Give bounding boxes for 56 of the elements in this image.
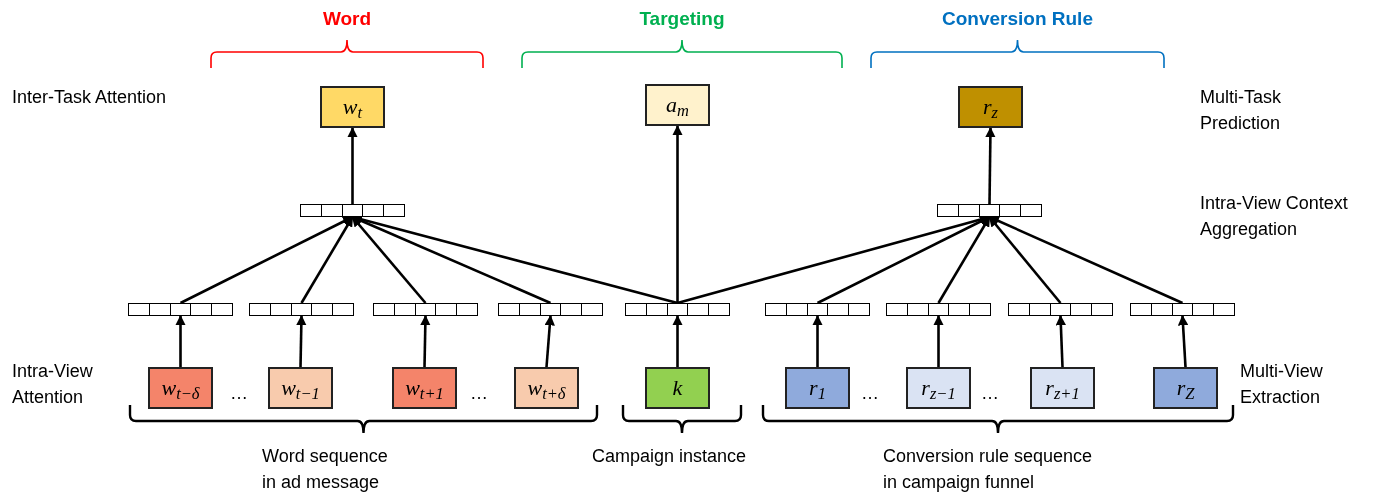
ellipsis: … <box>469 382 489 405</box>
ellipsis: … <box>980 382 1000 405</box>
arrow <box>988 216 1062 304</box>
layer-label: Multi-Task Prediction <box>1200 86 1282 135</box>
embedding-box: w$_{t+1}$ <box>392 367 457 409</box>
vector-bar <box>765 303 870 316</box>
vector-bar <box>937 204 1042 217</box>
layer-label: Multi-View Extraction <box>1240 360 1324 409</box>
arrow <box>300 216 354 304</box>
embedding-box: k <box>645 367 710 409</box>
vector-bar <box>625 303 730 316</box>
vector-bar <box>373 303 478 316</box>
ellipsis: … <box>229 382 249 405</box>
arrow <box>347 126 358 204</box>
embedding-box: a$_{m}$ <box>645 84 710 126</box>
arrow <box>988 215 1184 305</box>
layer-label: Intra-View Context Aggregation <box>1200 192 1349 241</box>
embedding-box: r$_{1}$ <box>785 367 850 409</box>
group-title: Targeting <box>638 7 726 31</box>
arrow <box>985 126 996 204</box>
vector-bar <box>1008 303 1113 316</box>
embedding-box: r$_{Z}$ <box>1153 367 1218 409</box>
arrow <box>937 216 991 304</box>
group-caption: Campaign instance <box>592 445 748 468</box>
embedding-box: r$_{z−1}$ <box>906 367 971 409</box>
embedding-box: w$_{t+δ}$ <box>514 367 579 409</box>
arrow <box>351 216 427 304</box>
group-title: Conversion Rule <box>941 7 1094 31</box>
vector-bar <box>498 303 603 316</box>
arrow <box>296 314 307 368</box>
arrow <box>1177 314 1189 368</box>
embedding-box: r$_{z}$ <box>958 86 1023 128</box>
layer-label: Intra-View Attention <box>12 360 94 409</box>
ellipsis: … <box>860 382 880 405</box>
vector-bar <box>249 303 354 316</box>
vector-bar <box>300 204 405 217</box>
arrow <box>420 314 431 368</box>
group-caption: Word sequence in ad message <box>262 445 389 494</box>
vector-bar <box>1130 303 1235 316</box>
arrow <box>1055 314 1067 368</box>
embedding-box: w$_{t}$ <box>320 86 385 128</box>
arrow <box>175 314 186 367</box>
embedding-box: w$_{t−1}$ <box>268 367 333 409</box>
embedding-box: r$_{z+1}$ <box>1030 367 1095 409</box>
arrow <box>933 314 944 367</box>
vector-bar <box>128 303 233 316</box>
embedding-box: w$_{t−δ}$ <box>148 367 213 409</box>
group-title: Word <box>321 7 373 31</box>
arrow <box>672 124 683 303</box>
layer-label: Inter-Task Attention <box>12 86 168 109</box>
arrow <box>812 314 823 367</box>
arrow <box>179 215 354 305</box>
vector-bar <box>886 303 991 316</box>
arrow <box>672 314 683 367</box>
arrow <box>544 314 555 368</box>
group-caption: Conversion rule sequence in campaign funnel <box>883 445 1094 494</box>
